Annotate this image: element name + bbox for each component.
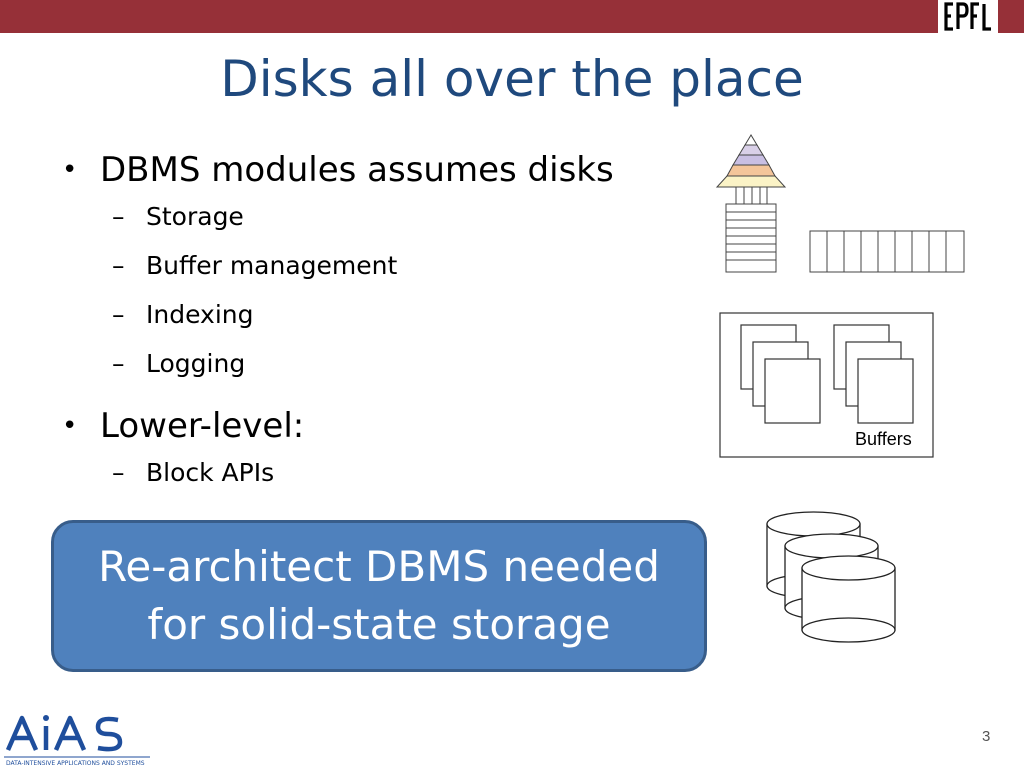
sub-bullet-item: – Storage <box>62 192 702 241</box>
sub-bullet-item: – Indexing <box>62 290 702 339</box>
svg-text:DATA-INTENSIVE APPLICATIONS AN: DATA-INTENSIVE APPLICATIONS AND SYSTEMS <box>6 760 145 767</box>
bullet-item: • Lower-level: <box>62 404 702 448</box>
disk-stack-icon <box>766 511 896 643</box>
buffers-box-icon <box>719 312 934 458</box>
bullet-text: DBMS modules assumes disks <box>100 150 614 190</box>
sub-bullet-item: – Block APIs <box>62 448 702 497</box>
page-number: 3 <box>982 728 991 745</box>
bullet-dot-icon: • <box>62 411 78 441</box>
slide-title: Disks all over the place <box>220 50 804 108</box>
index-stack-icon <box>725 186 777 273</box>
dash-icon: – <box>112 300 125 329</box>
dash-icon: – <box>112 251 125 280</box>
sub-bullet-text: Storage <box>146 202 244 231</box>
architecture-diagram <box>700 125 1020 645</box>
sub-bullet-text: Block APIs <box>146 458 275 487</box>
sub-bullet-item: – Buffer management <box>62 241 702 290</box>
sub-bullet-text: Indexing <box>146 300 254 329</box>
top-bar <box>0 0 1024 33</box>
buffers-label: Buffers <box>855 429 912 449</box>
sub-bullet-text: Buffer management <box>146 251 398 280</box>
log-strip-icon <box>809 230 965 273</box>
callout-line-1: Re-architect DBMS needed <box>98 542 660 591</box>
aias-logo: DATA-INTENSIVE APPLICATIONS AND SYSTEMS <box>0 708 155 768</box>
bullet-dot-icon: • <box>62 155 78 185</box>
callout-line-2: for solid-state storage <box>147 600 611 649</box>
dash-icon: – <box>112 349 125 378</box>
callout-box: Re-architect DBMS needed for solid-state… <box>51 520 707 672</box>
sub-bullet-text: Logging <box>146 349 246 378</box>
bullet-list: • DBMS modules assumes disks – Storage –… <box>62 148 702 497</box>
bullet-text: Lower-level: <box>100 406 305 446</box>
pyramid-icon <box>715 134 787 188</box>
bullet-item: • DBMS modules assumes disks <box>62 148 702 192</box>
dash-icon: – <box>112 458 125 487</box>
epfl-logo <box>938 0 998 33</box>
dash-icon: – <box>112 202 125 231</box>
sub-bullet-item: – Logging <box>62 339 702 388</box>
